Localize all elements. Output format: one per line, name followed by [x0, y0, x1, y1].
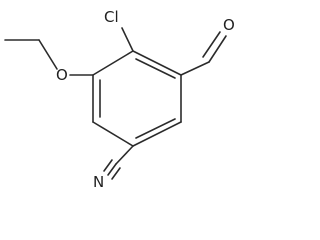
c-cn-bond: [115, 145, 134, 165]
ether-oxygen-label: O: [56, 66, 68, 84]
molecule-structure: Cl O O N: [4, 8, 235, 191]
ring-double-bond: [135, 58, 176, 79]
nitrile-triple-bond: [107, 163, 117, 176]
c-o-aldehyde-double-bond: [202, 31, 221, 58]
ring-bond: [92, 50, 134, 76]
nitrile-triple-bond: [103, 159, 113, 172]
ring-double-bond: [135, 118, 176, 139]
chlorine-atom-label: Cl: [104, 8, 119, 26]
nitrile-triple-bond: [111, 167, 121, 180]
aldehyde-oxygen-label: O: [223, 16, 235, 34]
o-ch2-bond: [38, 39, 58, 70]
c-cho-bond: [180, 61, 210, 76]
ring-bond: [92, 121, 134, 147]
c-o-aldehyde-bond: [208, 35, 227, 63]
nitrogen-atom-label: N: [93, 173, 104, 191]
ring-bond: [132, 50, 182, 76]
benzene-ring: [92, 50, 182, 147]
ring-bond: [132, 121, 182, 147]
c-cl-bond: [121, 27, 134, 52]
